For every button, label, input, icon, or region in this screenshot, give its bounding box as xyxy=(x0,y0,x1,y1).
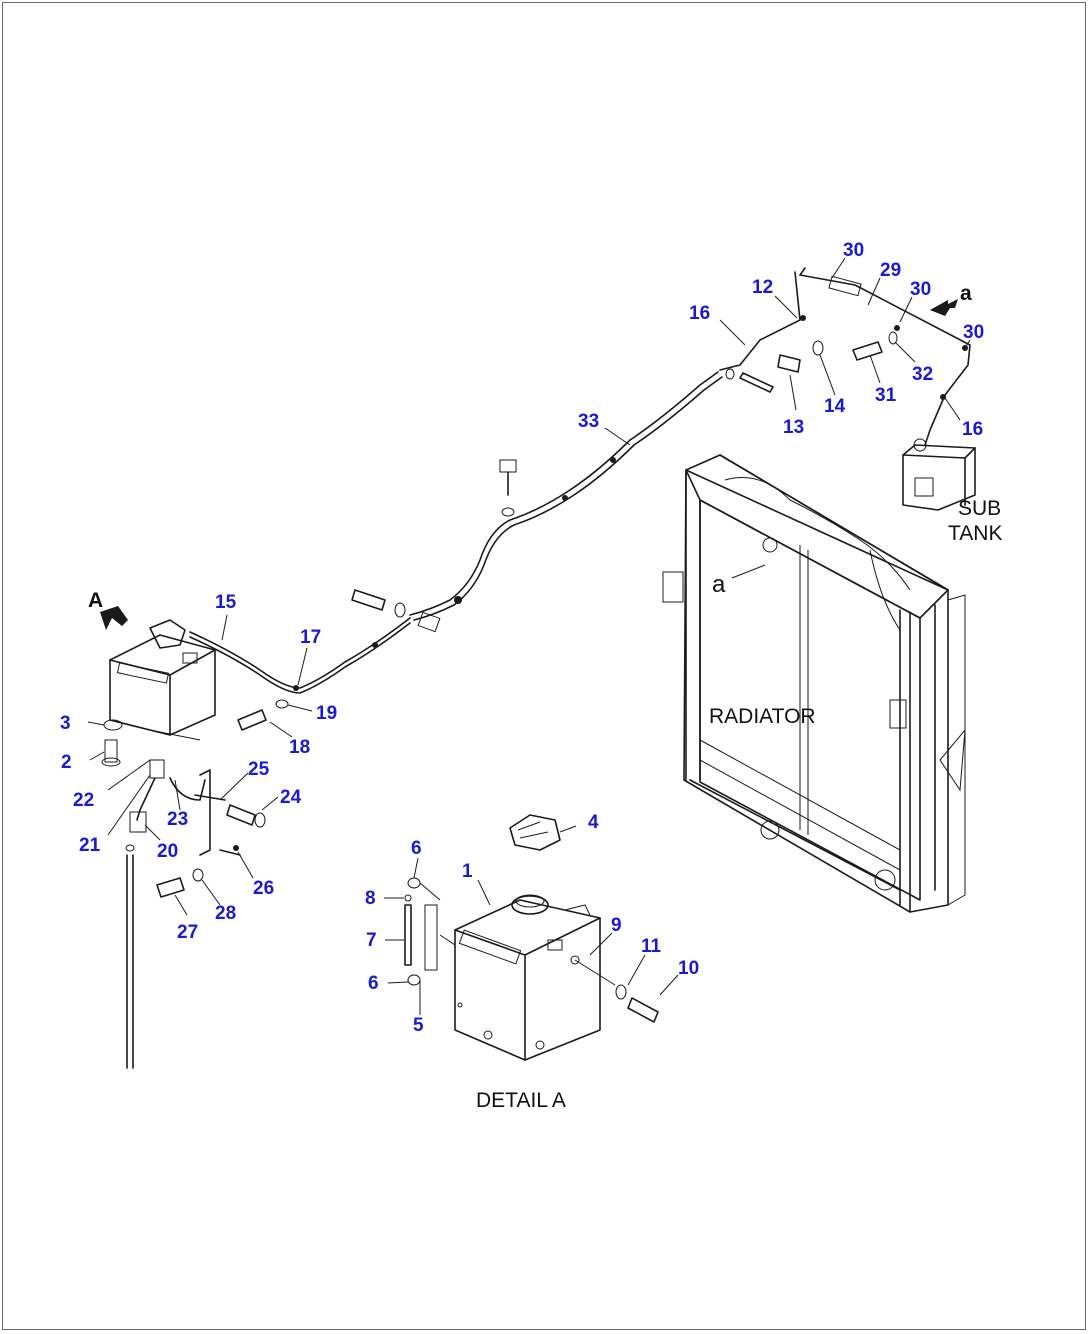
detail-a-label: DETAIL A xyxy=(476,1089,566,1112)
callout-13: 13 xyxy=(783,417,804,438)
callout-27: 27 xyxy=(177,922,198,943)
sub-tank-label-line1: SUB xyxy=(958,497,1001,520)
callout-32: 32 xyxy=(912,364,933,385)
callout-7: 7 xyxy=(366,930,377,951)
radiator xyxy=(662,454,966,913)
callout-12: 12 xyxy=(752,277,773,298)
callout-3: 3 xyxy=(60,713,71,734)
callout-18: 18 xyxy=(289,737,310,758)
callout-23: 23 xyxy=(167,809,188,830)
callout-22: 22 xyxy=(73,790,94,811)
callout-16-upper: 16 xyxy=(689,303,710,324)
callout-6-bottom: 6 xyxy=(368,973,379,994)
callout-5: 5 xyxy=(413,1015,424,1036)
callout-28: 28 xyxy=(215,903,236,924)
callout-31: 31 xyxy=(875,385,897,406)
callout-19: 19 xyxy=(316,703,337,724)
callout-29: 29 xyxy=(880,260,901,281)
callout-15: 15 xyxy=(215,592,237,613)
callout-numbers: 1 2 3 4 5 6 6 7 8 9 10 11 12 13 14 15 16… xyxy=(60,240,984,1036)
main-tank xyxy=(109,619,216,741)
callout-20: 20 xyxy=(157,841,178,862)
callout-6-top: 6 xyxy=(411,838,422,859)
callout-leaders xyxy=(87,257,971,1015)
ref-a-radiator: a xyxy=(712,571,726,598)
callout-21: 21 xyxy=(79,835,101,856)
sub-tank xyxy=(902,438,976,511)
detail-a-tank xyxy=(439,894,601,1061)
callout-11: 11 xyxy=(641,936,662,957)
radiator-label: RADIATOR xyxy=(709,705,816,728)
callout-2: 2 xyxy=(61,752,72,773)
callout-30-mid: 30 xyxy=(910,279,931,300)
callout-16-right: 16 xyxy=(962,419,983,440)
callout-10: 10 xyxy=(678,958,699,979)
upper-hose-assembly xyxy=(351,267,971,633)
view-arrow-label: A xyxy=(88,589,103,612)
callout-30-right: 30 xyxy=(963,322,984,343)
callout-8: 8 xyxy=(365,888,376,909)
sub-tank-label-line2: TANK xyxy=(948,522,1002,545)
callout-17: 17 xyxy=(300,627,321,648)
callout-9: 9 xyxy=(611,915,622,936)
callout-33: 33 xyxy=(578,411,599,432)
callout-14: 14 xyxy=(824,396,846,417)
callout-26: 26 xyxy=(253,878,274,899)
callout-1: 1 xyxy=(462,861,473,882)
ref-a-arrow-label: a xyxy=(960,282,972,305)
callout-30-top: 30 xyxy=(843,240,864,261)
callout-24: 24 xyxy=(280,787,302,808)
callout-25: 25 xyxy=(248,759,270,780)
callout-4: 4 xyxy=(588,812,599,833)
